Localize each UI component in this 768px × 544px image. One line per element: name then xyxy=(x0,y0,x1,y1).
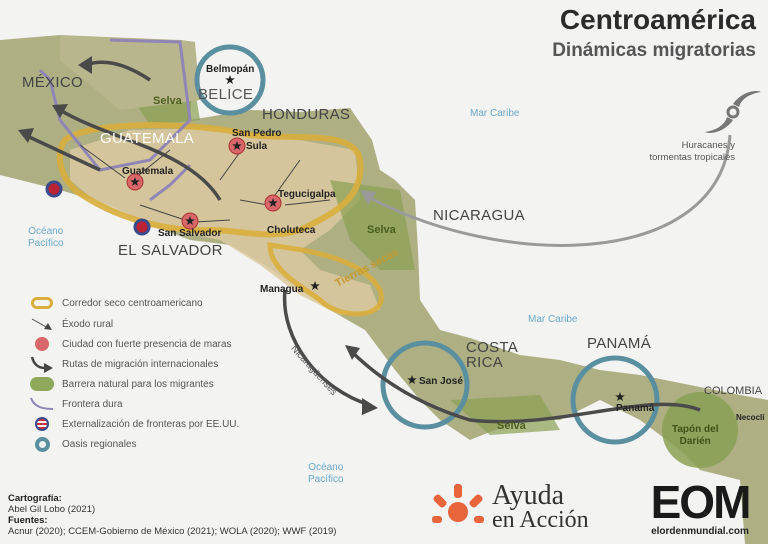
label-san-salvador: San Salvador xyxy=(158,228,222,239)
ayuda-logo-icon xyxy=(432,484,484,523)
label-honduras: HONDURAS xyxy=(262,106,351,123)
label-belice: BELICE xyxy=(198,86,254,103)
label-el-salvador: EL SALVADOR xyxy=(118,242,223,259)
legend-item: Éxodo rural xyxy=(28,315,113,333)
label-sula: Sula xyxy=(246,141,268,152)
hard-frontier xyxy=(38,38,192,172)
label-san-jose: San José xyxy=(419,376,463,387)
carto-label: Cartografía: xyxy=(8,493,62,504)
legend-item: Corredor seco centroamericano xyxy=(28,294,203,312)
us-flag-icon xyxy=(28,415,56,433)
route-arrow xyxy=(282,289,371,407)
legend-item: Rutas de migración internacionales xyxy=(28,355,218,373)
arrowhead xyxy=(345,345,360,360)
arrowhead xyxy=(78,56,92,74)
dry-corridor-nicaragua xyxy=(267,242,384,317)
hard-frontier-2 xyxy=(149,163,192,202)
oasis-costa-rica xyxy=(380,340,470,430)
legend-item: Frontera dura xyxy=(28,395,123,413)
yucatan-land xyxy=(60,35,200,110)
oasis-panama xyxy=(570,355,660,445)
arrow-icon xyxy=(28,315,56,333)
legend-item: Barrera natural para los migrantes xyxy=(28,375,214,393)
label-selva-2: Selva xyxy=(367,224,396,236)
ayuda-logo-text-1: Ayuda xyxy=(492,480,565,511)
hurricane-icon xyxy=(705,91,761,133)
sources-label: Fuentes: xyxy=(8,515,48,526)
label-selva-3: Selva xyxy=(497,420,526,432)
darien-barrier xyxy=(662,392,738,468)
eom-url: elordenmundial.com xyxy=(651,526,749,537)
frontier-icon xyxy=(28,395,56,413)
legend-item: Externalización de fronteras por EE.UU. xyxy=(28,415,239,433)
route-arrow xyxy=(348,348,701,424)
red-dot-icon xyxy=(28,335,56,353)
legend-item: Ciudad con fuerte presencia de maras xyxy=(28,335,232,353)
curved-arrow-icon xyxy=(28,355,56,373)
arrowhead xyxy=(52,104,68,118)
label-mexico: MÉXICO xyxy=(22,74,83,91)
label-tegucigalpa: Tegucigalpa xyxy=(278,189,336,200)
page-subtitle: Dinámicas migratorias xyxy=(552,40,756,61)
label-selva: Selva xyxy=(153,95,182,107)
label-mar-caribe: Mar Caribe xyxy=(470,108,520,119)
ayuda-en-accion-logo: Ayuda en Acción xyxy=(430,482,589,534)
label-colombia: COLOMBIA xyxy=(704,385,763,397)
label-panama: PANAMÁ xyxy=(587,335,652,352)
blue-ring-icon xyxy=(28,435,56,453)
label-choluteca: Choluteca xyxy=(267,225,316,236)
rural-exodus-arrows xyxy=(79,144,331,223)
carto-value: Abel Gil Lobo (2021) xyxy=(8,504,96,515)
credits: Cartografía: Abel Gil Lobo (2021) Fuente… xyxy=(8,493,336,537)
dry-corridor xyxy=(56,122,364,238)
green-blob-icon xyxy=(28,375,56,393)
label-guatemala-city: Guatemala xyxy=(122,166,174,177)
label-managua: Managua xyxy=(260,284,304,295)
sources-value: Acnur (2020); CCEM-Gobierno de México (2… xyxy=(8,526,337,537)
arrowhead xyxy=(360,190,376,205)
land-mexico xyxy=(0,35,768,544)
label-belmopan: Belmopán xyxy=(206,64,255,75)
dry-corridor-icon xyxy=(28,294,56,312)
hurricane-route xyxy=(364,134,732,247)
label-guatemala: GUATEMALA xyxy=(100,130,195,147)
capital-star-icon xyxy=(225,75,235,84)
legend-item: Oasis regionales xyxy=(28,435,136,453)
route-arrow xyxy=(59,108,222,201)
land-dry-zone xyxy=(70,128,380,315)
arrowhead xyxy=(362,398,378,415)
arrowhead xyxy=(18,128,34,143)
oasis-belice xyxy=(194,44,266,116)
label-nicaragua: NICARAGUA xyxy=(433,207,525,224)
label-san-pedro: San Pedro xyxy=(232,128,282,139)
us-flags xyxy=(45,180,151,236)
eom-logo: EOM elordenmundial.com xyxy=(640,478,760,537)
eom-logo-text: EOM xyxy=(650,476,752,528)
route-arrow xyxy=(24,133,101,172)
page-title: Centroamérica xyxy=(559,4,756,35)
label-mar-caribe-2: Mar Caribe xyxy=(528,314,578,325)
label-necocli: Necoclí xyxy=(736,413,765,422)
ayuda-logo-text-2: en Acción xyxy=(492,507,589,533)
label-panama-city: Panamá xyxy=(616,403,655,414)
